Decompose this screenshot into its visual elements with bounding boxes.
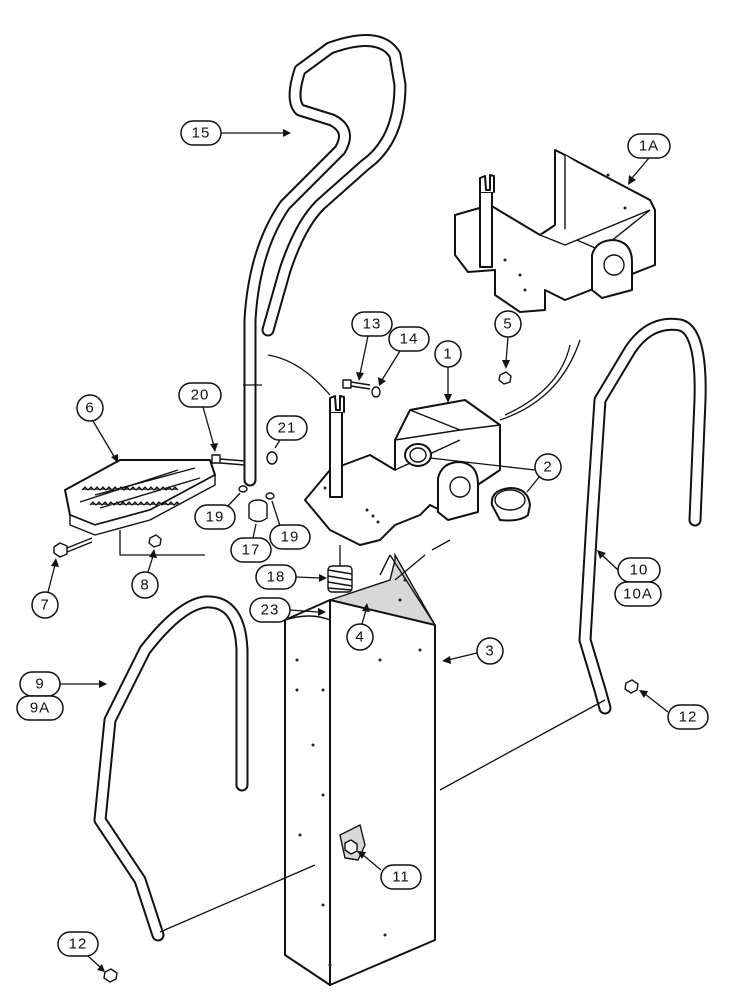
callout-20[interactable]: 20 xyxy=(178,382,222,452)
callout-5[interactable]: 5 xyxy=(494,310,522,369)
callout-21[interactable]: 21 xyxy=(266,415,308,449)
svg-text:7: 7 xyxy=(40,597,49,614)
callout-11[interactable]: 11 xyxy=(357,851,422,890)
callout-18[interactable]: 18 xyxy=(255,564,327,590)
callout-17[interactable]: 17 xyxy=(230,523,272,563)
bracket-part-1 xyxy=(304,339,581,546)
callout-12-right[interactable]: 12 xyxy=(639,690,709,730)
svg-text:21: 21 xyxy=(278,420,297,437)
svg-text:1: 1 xyxy=(443,346,452,363)
rail-part-10 xyxy=(578,317,707,715)
callout-1[interactable]: 1 xyxy=(434,340,462,403)
bolt-part-13 xyxy=(342,379,371,390)
callout-12-left[interactable]: 12 xyxy=(57,931,105,972)
callout-4[interactable]: 4 xyxy=(346,603,374,651)
callout-19-right[interactable]: 19 xyxy=(269,500,311,550)
svg-text:17: 17 xyxy=(242,542,261,559)
nut-part-12-right xyxy=(624,679,639,694)
svg-text:20: 20 xyxy=(191,387,210,404)
nut-part-8 xyxy=(148,534,162,548)
bolt-part-20 xyxy=(211,454,246,466)
svg-text:10: 10 xyxy=(630,562,649,579)
callout-9[interactable]: 9 xyxy=(19,671,107,697)
svg-text:19: 19 xyxy=(206,509,225,526)
callout-15[interactable]: 15 xyxy=(180,120,291,146)
svg-text:18: 18 xyxy=(267,569,286,586)
svg-text:9: 9 xyxy=(35,676,44,693)
bolt-part-7 xyxy=(53,537,93,558)
callout-8[interactable]: 8 xyxy=(131,549,159,599)
callout-23[interactable]: 23 xyxy=(249,597,326,623)
svg-text:8: 8 xyxy=(140,577,149,594)
callout-14[interactable]: 14 xyxy=(378,326,430,386)
callout-19-left[interactable]: 19 xyxy=(194,492,241,530)
nut-part-5 xyxy=(498,371,512,385)
svg-text:6: 6 xyxy=(85,400,94,417)
assembly-lines xyxy=(159,699,606,933)
svg-text:4: 4 xyxy=(355,629,364,646)
svg-text:15: 15 xyxy=(192,125,211,142)
svg-text:5: 5 xyxy=(503,316,512,333)
svg-text:14: 14 xyxy=(400,331,419,348)
svg-text:12: 12 xyxy=(679,709,698,726)
svg-text:19: 19 xyxy=(281,529,300,546)
callout-10a[interactable]: 10A xyxy=(614,581,662,607)
spring-part-18 xyxy=(327,545,353,593)
svg-text:9A: 9A xyxy=(30,700,50,717)
callouts: 15 1A 13 14 5 xyxy=(16,120,709,972)
washer-part-14 xyxy=(371,386,381,398)
callout-2[interactable]: 2 xyxy=(534,453,562,481)
bracket-part-1a xyxy=(454,149,656,313)
callout-9a[interactable]: 9A xyxy=(16,695,64,721)
svg-text:13: 13 xyxy=(363,316,382,333)
step-part-6 xyxy=(64,459,216,556)
callout-13[interactable]: 13 xyxy=(351,311,393,381)
svg-text:1A: 1A xyxy=(639,138,659,155)
nut-part-12-left xyxy=(103,968,118,983)
bushings-part-2 xyxy=(404,443,541,522)
svg-text:10A: 10A xyxy=(623,586,653,603)
callout-7[interactable]: 7 xyxy=(31,558,59,619)
svg-text:11: 11 xyxy=(392,869,410,886)
svg-text:3: 3 xyxy=(485,643,494,660)
cap-part-17 xyxy=(248,499,268,523)
washers-part-19 xyxy=(238,485,275,500)
bolt-part-11 xyxy=(344,839,358,855)
callout-10[interactable]: 10 xyxy=(597,550,661,583)
rail-part-9 xyxy=(93,595,249,942)
svg-text:23: 23 xyxy=(261,602,280,619)
callout-6[interactable]: 6 xyxy=(76,394,118,463)
callout-3[interactable]: 3 xyxy=(442,637,504,665)
nut-part-21 xyxy=(266,451,278,465)
svg-text:12: 12 xyxy=(69,936,88,953)
callout-1a[interactable]: 1A xyxy=(627,133,671,185)
grab-handle-part-15 xyxy=(243,33,407,487)
svg-text:2: 2 xyxy=(543,459,552,476)
